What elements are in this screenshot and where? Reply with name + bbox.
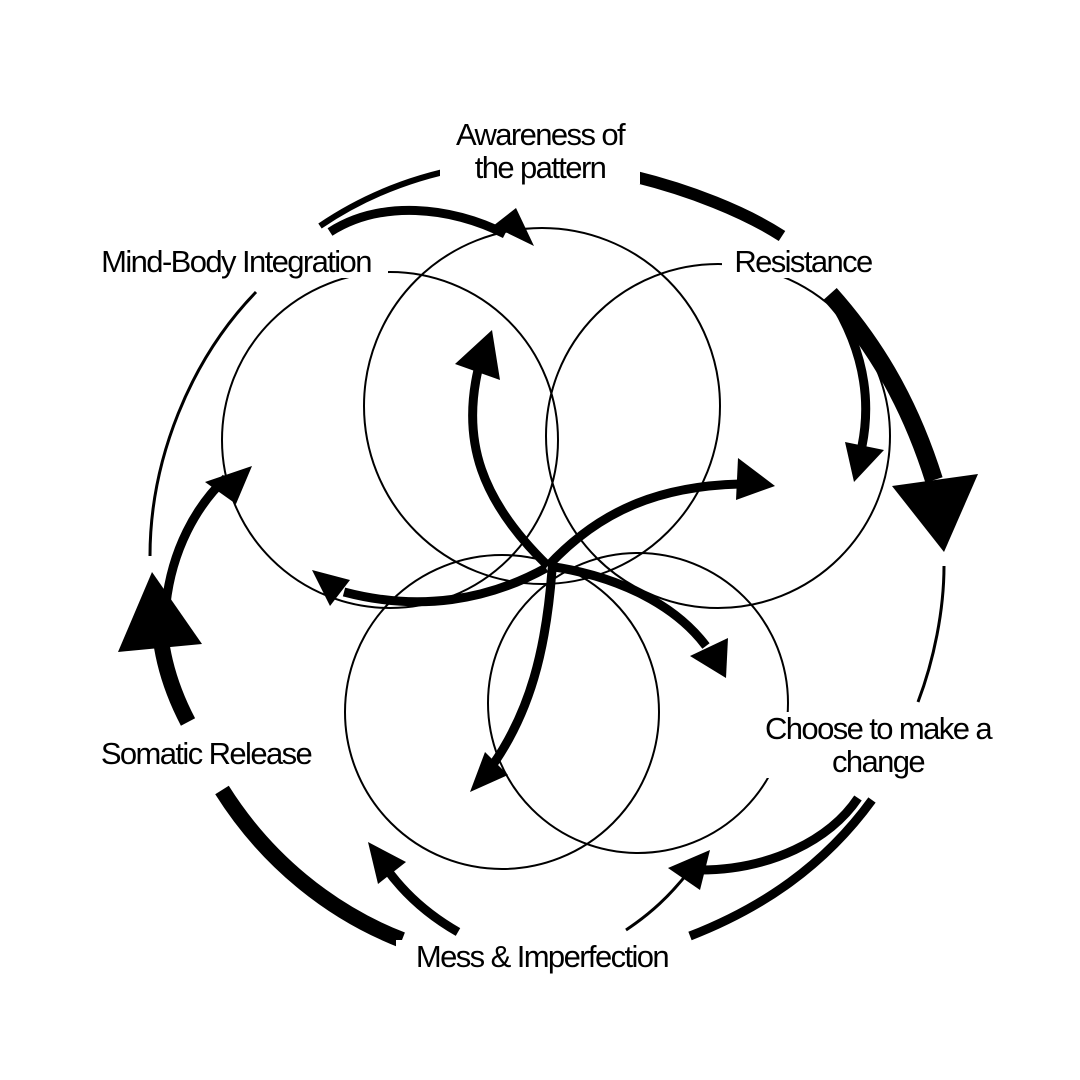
petal-circle-right: [545, 263, 891, 609]
node-label-somatic: Somatic Release: [86, 737, 326, 770]
inner-arrow-icon: [470, 752, 508, 792]
inner-arrows: [342, 368, 741, 769]
outer-arc-bottom-right-thin: [625, 869, 692, 932]
node-label-choose: Choose to make a change: [748, 712, 1008, 778]
outer-arc-left-thin: [148, 290, 258, 557]
inner-arrow-icon: [312, 570, 350, 606]
node-label-line: Mess & Imperfection: [415, 939, 670, 974]
clockwise-arrow-icon: [493, 208, 534, 246]
inner-arrow-icon: [455, 330, 500, 380]
node-label-line: Somatic Release: [100, 736, 313, 771]
petal-circles: [221, 227, 891, 870]
outer-arc-mess-inner: [382, 865, 461, 936]
clockwise-arrow-icon: [668, 850, 710, 890]
clockwise-arrow-icon: [118, 572, 202, 652]
node-label-line: Awareness of: [455, 117, 626, 152]
outer-arrowheads: [118, 208, 978, 890]
outer-arrows: [148, 165, 946, 948]
node-label-mess: Mess & Imperfection: [396, 940, 688, 973]
outer-arc-mess-somatic: [215, 785, 405, 948]
node-label-line: Resistance: [734, 244, 873, 279]
node-label-mindbody: Mind-Body Integration: [84, 245, 388, 278]
inner-arrow-lower-right: [547, 561, 710, 649]
inner-arrow-right: [544, 479, 741, 570]
node-label-line: change: [831, 744, 926, 779]
outer-arc-choose-mess: [699, 795, 862, 875]
petal-circle-left: [221, 271, 559, 609]
inner-arc-somatic: [161, 474, 230, 605]
node-label-awareness: Awareness of the pattern: [440, 118, 640, 184]
outer-arc-awareness-resistance: [630, 170, 786, 242]
inner-arrow-left: [342, 564, 549, 607]
outer-arc-resistance-choose: [823, 288, 943, 483]
node-label-line: Choose to make a: [765, 711, 993, 746]
inner-arrowheads: [312, 330, 775, 792]
inner-arrow-icon: [736, 458, 775, 500]
petal-circle-bottom-right: [487, 552, 789, 854]
node-label-line: Mind-Body Integration: [101, 244, 372, 279]
petal-circle-top: [363, 227, 721, 585]
inner-arc-resistance: [826, 293, 871, 447]
inner-arrow-icon: [690, 638, 728, 678]
clockwise-arrow-icon: [205, 466, 252, 504]
outer-arc-mindbody-awareness: [327, 206, 508, 239]
clockwise-arrow-icon: [368, 842, 406, 884]
node-label-line: the pattern: [474, 150, 607, 185]
outer-arc-right-thin: [916, 565, 946, 703]
petal-circle-bottom-left: [344, 554, 660, 870]
inner-arrow-up: [468, 368, 552, 570]
node-label-resistance: Resistance: [722, 245, 884, 278]
clockwise-arrow-icon: [892, 474, 978, 552]
inner-arrow-lower-left: [488, 569, 557, 769]
clockwise-arrow-icon: [845, 442, 884, 482]
outer-arc-choose-mess-outer: [688, 797, 876, 941]
